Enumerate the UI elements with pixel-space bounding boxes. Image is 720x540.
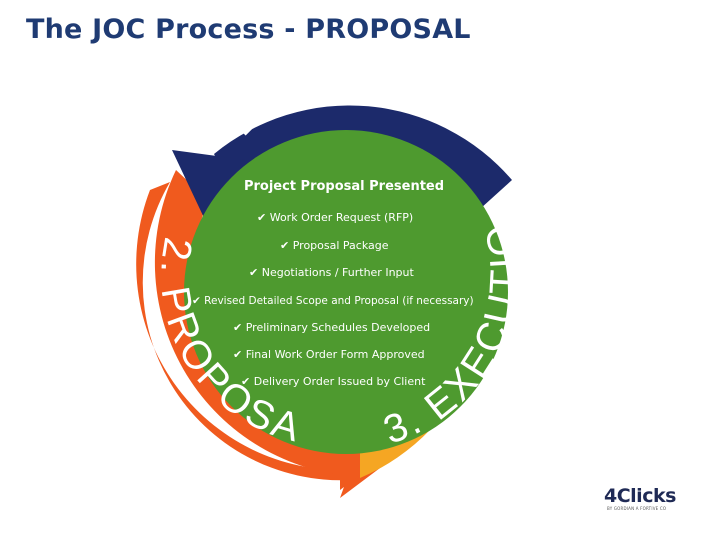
checklist-item: ✔ Work Order Request (RFP) — [257, 211, 413, 224]
checkmark-icon: ✔ — [280, 239, 289, 252]
checklist-item-label: Revised Detailed Scope and Proposal (if … — [204, 295, 473, 307]
checklist-item-label: Preliminary Schedules Developed — [246, 321, 430, 334]
checkmark-icon: ✔ — [249, 266, 258, 279]
scope-arrow-body — [214, 105, 512, 218]
checklist-item: ✔ Negotiations / Further Input — [249, 266, 414, 279]
logo-wordmark: 4Clicks — [604, 485, 676, 507]
checklist-item-label: Negotiations / Further Input — [262, 266, 415, 279]
checklist-item: ✔ Preliminary Schedules Developed — [233, 321, 430, 334]
slide-title: The JOC Process - PROPOSAL — [26, 14, 471, 45]
center-disc — [184, 130, 508, 454]
checklist-item: ✔ Revised Detailed Scope and Proposal (i… — [192, 295, 474, 307]
checklist-item-label: Delivery Order Issued by Client — [254, 375, 426, 388]
checkmark-icon: ✔ — [233, 348, 242, 361]
checklist-item-label: Proposal Package — [293, 239, 389, 252]
checkmark-icon: ✔ — [257, 211, 266, 224]
checkmark-icon: ✔ — [241, 375, 250, 388]
checklist-item: ✔ Proposal Package — [280, 239, 389, 252]
checkmark-icon: ✔ — [192, 295, 201, 307]
checklist-item-label: Final Work Order Form Approved — [246, 348, 425, 361]
checkmark-icon: ✔ — [233, 321, 242, 334]
scope-arrow-head — [172, 150, 262, 222]
checklist-item-label: Work Order Request (RFP) — [270, 211, 413, 224]
company-logo: 4Clicks BY GORDIAN A FORTIVE CO — [604, 485, 694, 513]
center-heading: Project Proposal Presented — [244, 179, 444, 194]
logo-tagline: BY GORDIAN A FORTIVE CO — [607, 506, 667, 511]
checklist-item: ✔ Delivery Order Issued by Client — [241, 375, 426, 388]
checklist-item: ✔ Final Work Order Form Approved — [233, 348, 425, 361]
